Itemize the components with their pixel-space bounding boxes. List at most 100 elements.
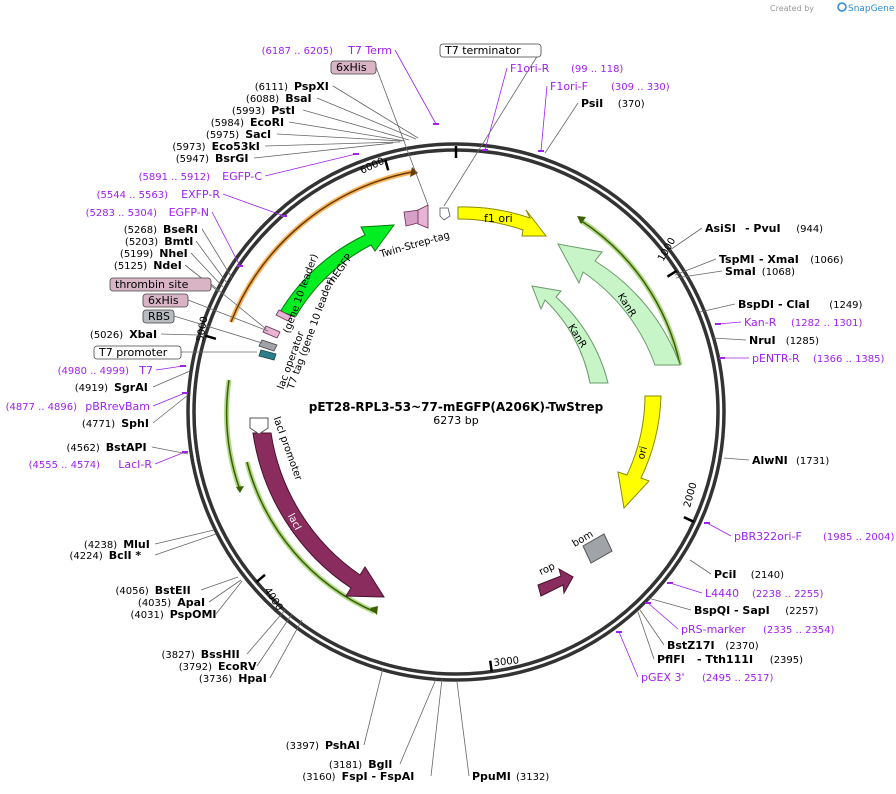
green-arc-left-line bbox=[225, 379, 241, 491]
leader-line bbox=[430, 678, 443, 777]
f1ori-feature[interactable] bbox=[457, 206, 548, 237]
laci-feature[interactable] bbox=[252, 432, 385, 598]
leader-line bbox=[375, 66, 429, 206]
feature-box bbox=[439, 43, 542, 58]
green-arc-bottom-arrow bbox=[370, 606, 378, 615]
green-arc-bottom-line bbox=[246, 461, 376, 613]
leader-line bbox=[195, 240, 228, 284]
tick-mark bbox=[488, 660, 493, 672]
rop-feature[interactable] bbox=[537, 567, 574, 597]
enzyme-site-position: (4238) bbox=[84, 540, 117, 551]
enzyme-site-label: BsaI bbox=[285, 92, 311, 105]
leader-line bbox=[540, 85, 548, 152]
primer-position: (4555 .. 4574) bbox=[29, 460, 101, 471]
enzyme-site-label: PspOMI bbox=[170, 608, 217, 621]
enzyme-site-label: BstAPI bbox=[106, 441, 147, 454]
kanr-feature-2[interactable] bbox=[531, 285, 609, 384]
enzyme-site-label: BspDI bbox=[738, 298, 774, 311]
primer-label: L4440 bbox=[705, 587, 739, 600]
feature-box-label: T7 promoter bbox=[98, 346, 168, 359]
bom-feature[interactable] bbox=[582, 533, 613, 564]
enzyme-site-label: NdeI bbox=[153, 259, 182, 272]
enzyme-site-label: AlwNI bbox=[752, 454, 788, 467]
leader-line bbox=[712, 337, 747, 341]
enzyme-site-label: BssHII bbox=[201, 648, 240, 661]
his-feature[interactable] bbox=[262, 325, 281, 339]
leader-line bbox=[276, 133, 403, 142]
primer-position: (1366 .. 1385) bbox=[813, 354, 885, 365]
enzyme-site-label: BglI bbox=[368, 758, 392, 771]
enzyme-site-label: PsiI bbox=[581, 97, 603, 110]
enzyme-site-label: SphI bbox=[121, 417, 149, 430]
his-top-feature[interactable] bbox=[417, 204, 429, 229]
enzyme-site-label: - Tth111I bbox=[697, 653, 753, 666]
enzyme-site-label: BstEII bbox=[155, 584, 191, 597]
primer-label: F1ori-R bbox=[510, 62, 550, 75]
primer-position: (6187 .. 6205) bbox=[262, 46, 334, 57]
leader-line bbox=[456, 681, 470, 777]
leader-line bbox=[484, 67, 508, 151]
plasmid-length: 6273 bp bbox=[433, 414, 478, 427]
t7-terminator-feature[interactable] bbox=[439, 207, 451, 221]
enzyme-site-position: (2395) bbox=[770, 655, 803, 666]
feature-box-label: 6xHis bbox=[336, 61, 367, 74]
leader-line bbox=[154, 529, 215, 545]
feature-box bbox=[330, 60, 377, 75]
enzyme-site-position: (3132) bbox=[516, 772, 549, 783]
enzyme-site-label: TspMI bbox=[719, 253, 755, 266]
enzyme-site-position: (1066) bbox=[810, 255, 843, 266]
enzyme-site-position: (4031) bbox=[131, 610, 164, 621]
leader-line bbox=[187, 299, 269, 332]
rbs-feature[interactable] bbox=[258, 339, 278, 352]
primer-label: F1ori-F bbox=[550, 80, 588, 93]
leader-line bbox=[256, 613, 293, 667]
tick-label: 3000 bbox=[493, 655, 519, 669]
tick-mark bbox=[683, 516, 695, 523]
leader-line bbox=[669, 582, 703, 594]
feature-box bbox=[142, 293, 189, 308]
feature-box-label: thrombin site bbox=[115, 278, 189, 291]
enzyme-site-label: SgrAI bbox=[114, 381, 148, 394]
t7-tag-feature[interactable] bbox=[275, 309, 292, 322]
leader-line bbox=[264, 153, 357, 177]
enzyme-site-position: (1731) bbox=[796, 456, 829, 467]
enzyme-site-position: (370) bbox=[618, 99, 645, 110]
primer-label: EGFP-N bbox=[169, 206, 209, 219]
primer-position: (2495 .. 2517) bbox=[702, 673, 774, 684]
enzyme-site-position: (5993) bbox=[232, 106, 265, 117]
megfp-feature[interactable] bbox=[279, 224, 396, 317]
feature-box bbox=[93, 345, 182, 360]
leader-line bbox=[669, 227, 703, 251]
enzyme-site-position: (5947) bbox=[176, 154, 209, 165]
tick-mark bbox=[255, 573, 266, 583]
leader-line bbox=[675, 270, 723, 279]
enzyme-site-label: PstI bbox=[271, 104, 295, 117]
ori-feature[interactable] bbox=[617, 395, 662, 510]
leader-line bbox=[689, 559, 712, 575]
primer-label: pBR322ori-F bbox=[734, 530, 802, 543]
enzyme-site-position: (5984) bbox=[211, 118, 244, 129]
enzyme-site-label: PshAI bbox=[325, 739, 360, 752]
enzyme-site-position: (5199) bbox=[120, 249, 153, 260]
feature-box-label: T7 terminator bbox=[444, 44, 521, 57]
leader-line bbox=[155, 365, 184, 371]
enzyme-site-position: (6111) bbox=[255, 82, 288, 93]
kanr-feature-1[interactable] bbox=[557, 243, 681, 366]
laci-promoter-feature[interactable] bbox=[249, 417, 269, 435]
leader-line bbox=[201, 228, 233, 279]
leader-line bbox=[215, 580, 243, 615]
lac-operator-feature[interactable] bbox=[258, 349, 277, 361]
feature-box-label: RBS bbox=[148, 310, 170, 323]
enzyme-site-label: BclI * bbox=[109, 549, 142, 562]
feature-box-label: 6xHis bbox=[148, 294, 179, 307]
enzyme-site-position: (4035) bbox=[138, 598, 171, 609]
enzyme-site-label: FspI - FspAI bbox=[342, 770, 415, 783]
enzyme-site-label: SacI bbox=[245, 128, 271, 141]
enzyme-site-position: (4919) bbox=[75, 383, 108, 394]
orange-arc-line bbox=[230, 171, 413, 323]
leader-line bbox=[706, 522, 732, 537]
leader-line bbox=[674, 258, 717, 276]
enzyme-site-position: (944) bbox=[796, 224, 823, 235]
primer-label: EGFP-C bbox=[222, 170, 262, 183]
enzyme-site-position: (3827) bbox=[162, 650, 195, 661]
